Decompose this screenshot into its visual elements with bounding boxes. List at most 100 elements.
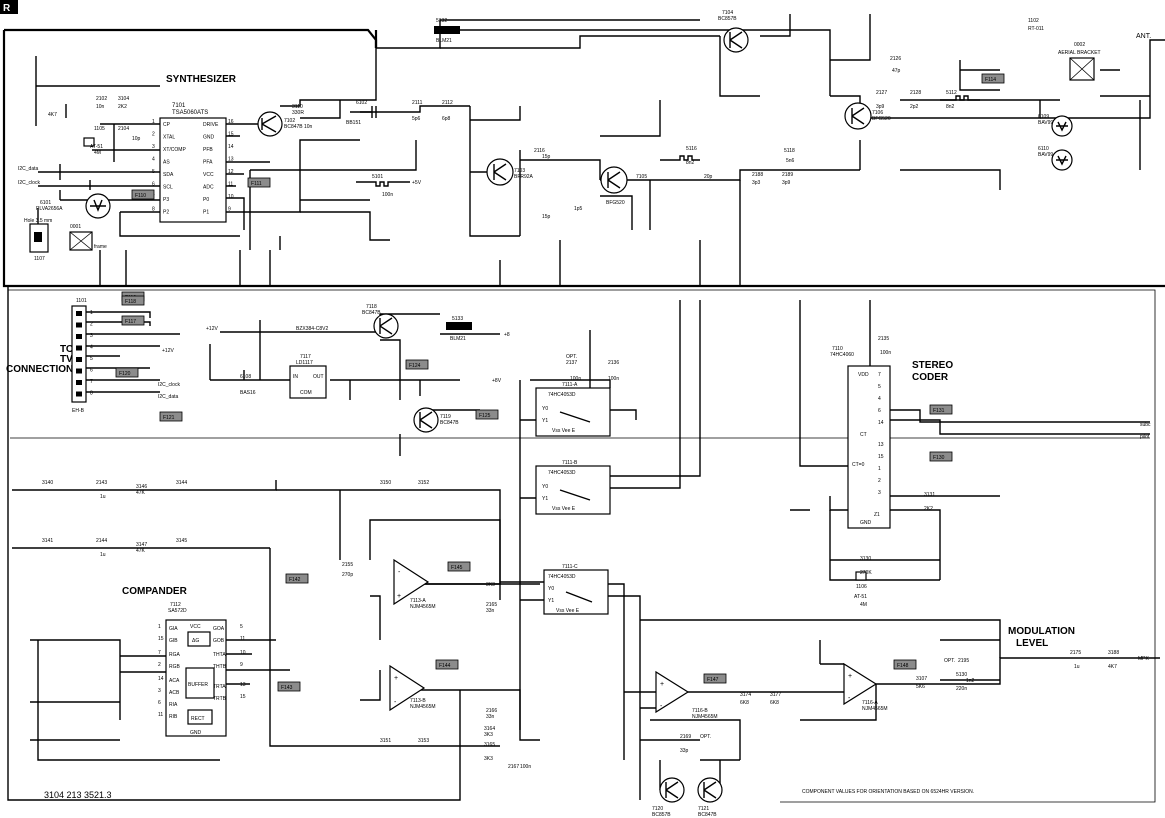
- op-113a-part: NJM4565M: [410, 604, 436, 610]
- sa-pin-right-2: THTA: [213, 652, 226, 658]
- opt-2169: OPT.: [700, 734, 711, 740]
- d6102-ref: 6102: [356, 100, 367, 106]
- l5118-ref: 5118: [784, 148, 795, 154]
- net-plus8-psu: +8V: [492, 378, 502, 384]
- flag-label: F125: [479, 413, 491, 419]
- hc-ct0: CT=0: [852, 462, 865, 468]
- hc-pin-5: 13: [878, 442, 884, 448]
- t7104-ref: 7104: [722, 10, 733, 16]
- tsa-pin-left-6: P3: [163, 197, 169, 203]
- c2111-ref: 2111: [412, 100, 423, 106]
- hc-pin-1: 5: [878, 384, 881, 390]
- c2188-ref: 2188: [752, 172, 763, 178]
- op-113b-part: NJM4565M: [410, 704, 436, 710]
- tsa-pinnum-right-1: 15: [228, 132, 234, 138]
- opt-mux: OPT.: [566, 354, 577, 360]
- op-116b-ref: 7116-B: [692, 708, 708, 714]
- l5101-val: 100n: [382, 192, 393, 198]
- flag-label: F143: [281, 685, 293, 691]
- sa-pin-right-4: TRTA: [213, 684, 226, 690]
- tsa-pin-right-3: PFA: [203, 160, 213, 166]
- tsa-pin-left-5: SCL: [163, 185, 173, 191]
- net-mpx: MPX: [1138, 656, 1150, 662]
- tsa-pin-left-1: XTAL: [163, 135, 175, 141]
- l5133-ref: 5133: [452, 316, 463, 322]
- flag-F117: F117: [121, 315, 145, 326]
- hole-label: Hole 3.5 mm: [24, 218, 52, 224]
- l5118-val: 5n6: [786, 158, 795, 164]
- sa-pinnum-left-1: 15: [158, 636, 164, 642]
- net-plus5-synth: +5V: [412, 180, 422, 186]
- opamp-7113b-plus: +: [394, 675, 398, 682]
- ant-label: ANT.: [1136, 33, 1151, 40]
- mux-b-y0: Y0: [542, 484, 548, 490]
- hc-vdd: VDD: [858, 372, 869, 378]
- c2175-val: 1u: [1074, 664, 1080, 670]
- stereo-coder-block: STEREO CODER 7110 74HC4060 VDD CT CT=0 G…: [790, 300, 1151, 608]
- sa-buffer: [185, 667, 215, 699]
- sa-gnd: GND: [190, 730, 202, 736]
- footnote: COMPONENT VALUES FOR ORIENTATION BASED O…: [802, 789, 974, 795]
- tsa-pin-right-0: DRIVE: [203, 122, 219, 128]
- r3149-val: 47K: [136, 548, 146, 554]
- mux-a-part: 74HC4053D: [548, 392, 576, 398]
- sa-pin-right-0: GOA: [213, 626, 225, 632]
- tsa-pinnum-left-7: 8: [152, 207, 155, 213]
- c2137-val: 100n: [570, 376, 581, 382]
- tsa-pin-left-3: AS: [163, 160, 170, 166]
- ic-7101: [159, 117, 227, 223]
- mux-7111-b: [535, 465, 611, 515]
- r3107-val: 5K6: [916, 684, 925, 690]
- sa-pinnum-left-3: 2: [158, 662, 161, 668]
- sa-ref: 7112: [170, 602, 181, 608]
- r3174-ref: 3174: [740, 692, 751, 698]
- r3177-val: 6K8: [770, 700, 779, 706]
- t7103-part: BFR92A: [514, 174, 534, 180]
- tsa-pinnum-left-0: 1: [152, 119, 155, 125]
- flag-F120: F120: [115, 367, 139, 378]
- sa-pin-left-6: RIA: [169, 702, 178, 708]
- mod-2: LEVEL: [1016, 638, 1048, 649]
- l5132-ref: 5132: [436, 18, 447, 24]
- r3145-ref: 3145: [176, 538, 187, 544]
- flag-label: F120: [119, 371, 131, 377]
- c2128-ref: 2128: [910, 90, 921, 96]
- frame-ref: 0001: [70, 224, 81, 230]
- transistor-7102: [257, 111, 283, 137]
- flag-F143: F143: [277, 681, 301, 692]
- sa-pin-right-3: THTB: [213, 664, 227, 670]
- rt-ref: 1102: [1028, 18, 1039, 24]
- ld-in: IN: [293, 374, 298, 380]
- flag-label: F114: [985, 77, 996, 83]
- net-plus12-psu: +12V: [206, 326, 218, 332]
- d6105-val: BZX384-C8V2: [296, 326, 328, 332]
- opamp-7116a-minus: -: [848, 695, 851, 702]
- c2167-val: 100n: [520, 764, 531, 770]
- c2135-val: 100n: [880, 350, 891, 356]
- flag-label: F124: [409, 363, 421, 369]
- flag-label: F111: [251, 181, 262, 187]
- tsa-pin-right-7: P1: [203, 210, 209, 216]
- sa-pin-left-5: ACB: [169, 690, 180, 696]
- sa-pinnum-left-5: 3: [158, 688, 161, 694]
- net-i2c-data-2: I2C_data: [158, 394, 179, 400]
- d6108-val: BAS16: [240, 390, 256, 396]
- flag-F125: F125: [475, 409, 499, 420]
- flag-F131: F131: [929, 404, 953, 415]
- compander-title: COMPANDER: [122, 586, 188, 597]
- conn-pinnum-5: 6: [90, 368, 93, 374]
- sa-pinnum-right-5: 15: [240, 694, 246, 700]
- sa-pinnum-right-3: 9: [240, 662, 243, 668]
- t7119-ref: 7119: [440, 414, 451, 420]
- sa-pinnum-right-4: 13: [240, 682, 246, 688]
- sa-pinnum-left-7: 11: [158, 712, 163, 718]
- c2168-val: 3p3: [752, 180, 761, 186]
- transistor-7118: [373, 313, 399, 339]
- doc-number: 3104 213 3521.3: [44, 790, 112, 800]
- opamp-7113b-minus: -: [394, 699, 397, 706]
- t7106-ref: 7106: [872, 110, 883, 116]
- flag-label: F148: [897, 663, 909, 669]
- sa-gain-cell: [187, 631, 211, 647]
- c2169-ref: 2169: [680, 734, 691, 740]
- d6109-ref: 6109: [1038, 114, 1049, 120]
